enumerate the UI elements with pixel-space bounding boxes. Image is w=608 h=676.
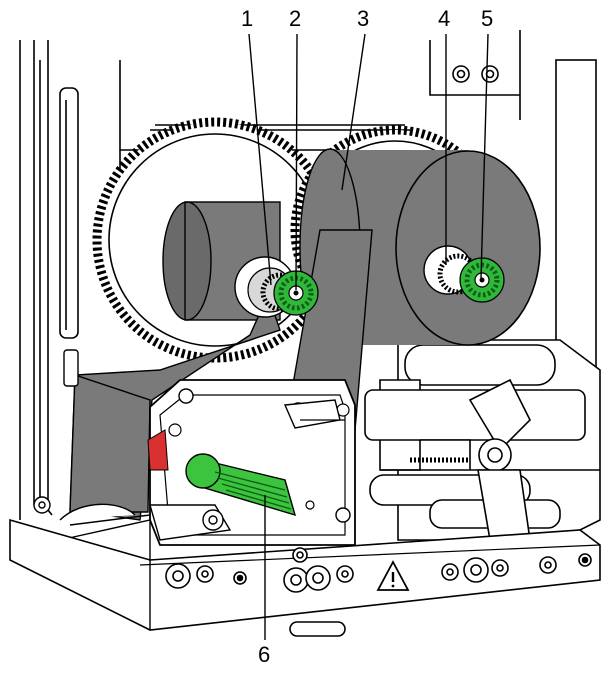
green-lever-handle-icon [185, 453, 297, 517]
ribbon-supply-roll [299, 148, 541, 346]
callout-6: 6 [258, 642, 271, 667]
top-right-screws [452, 65, 499, 83]
red-accent [147, 429, 169, 471]
callout-1: 1 [241, 6, 254, 31]
takeup-hub [234, 256, 319, 318]
ribbon-band [59, 229, 373, 566]
callout-4: 4 [438, 6, 451, 31]
leader-lines [248, 33, 489, 640]
callout-3: 3 [357, 6, 370, 31]
warning-triangle-icon [376, 560, 410, 591]
right-mechanism [364, 339, 601, 541]
base-screws [165, 547, 592, 593]
supply-hub [423, 245, 505, 303]
callout-5: 5 [481, 6, 494, 31]
left-lower-mechanism [33, 349, 232, 541]
printhead-plate [149, 379, 356, 546]
callout-2: 2 [289, 6, 302, 31]
